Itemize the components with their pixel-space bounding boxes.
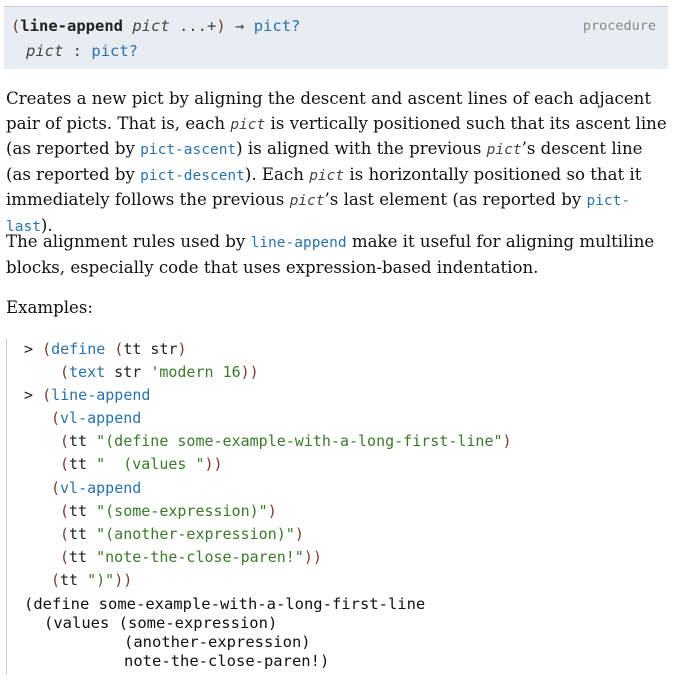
repl-prompt: > — [24, 386, 43, 404]
code-paren: ( — [42, 386, 52, 404]
pict-ref: pict — [486, 142, 522, 159]
code-line: (text str 'modern 16)) — [60, 362, 259, 382]
code-identifier: tt — [69, 548, 97, 566]
arrow: → — [235, 17, 245, 35]
code-line: (tt "(define some-example-with-a-long-fi… — [60, 431, 512, 451]
pict-ref: pict — [230, 116, 266, 133]
code-space — [214, 363, 223, 381]
pict-ref: pict — [289, 193, 325, 210]
code-string: "(some-expression)" — [96, 502, 268, 520]
signature-line: (line-append pict ...+) → pict? — [11, 17, 300, 35]
output-line: (define some-example-with-a-long-first-l… — [24, 595, 426, 613]
code-space — [105, 340, 114, 358]
example-block: > (define (tt str) (text str 'modern 16)… — [6, 339, 669, 675]
code-identifier: tt — [69, 525, 97, 543]
code-number: 16 — [222, 363, 241, 381]
output-line: note-the-close-paren!) — [124, 652, 330, 670]
code-paren: ( — [51, 479, 61, 497]
close-paren: ) — [216, 17, 226, 35]
code-paren: )) — [204, 455, 223, 473]
code-identifier: tt — [69, 432, 97, 450]
code-line: (tt "note-the-close-paren!")) — [60, 547, 322, 567]
param-sep: : — [72, 42, 83, 60]
pict-descent-link[interactable]: pict-descent — [140, 167, 245, 184]
code-line: (tt "(some-expression)") — [60, 501, 277, 521]
signature-box: (line-append pict ...+) → pict? pict : p… — [4, 6, 668, 69]
code-keyword[interactable]: vl-append — [60, 409, 142, 427]
param-contract-link[interactable]: pict? — [91, 42, 139, 60]
code-string: ")" — [87, 571, 115, 589]
procedure-label: procedure — [582, 18, 656, 34]
code-paren: ( — [60, 502, 70, 520]
code-identifier: tt str — [123, 340, 178, 358]
para-text: Creates a new pict by aligning the desce… — [6, 89, 652, 133]
para-text: ’s last element (as reported by — [324, 190, 587, 210]
code-string: "(another-expression)" — [96, 525, 295, 543]
function-name[interactable]: line-append — [20, 17, 123, 35]
code-keyword[interactable]: vl-append — [60, 479, 142, 497]
code-line: (tt ")")) — [51, 570, 132, 590]
code-paren: )) — [240, 363, 259, 381]
code-line: (tt "(another-expression)") — [60, 524, 304, 544]
code-string: "(define some-example-with-a-long-first-… — [96, 432, 503, 450]
para-text: ). Each — [244, 164, 310, 184]
para-text: is horizontally positioned so that it im… — [6, 164, 642, 210]
code-identifier: tt — [69, 455, 97, 473]
output-line: (values (some-expression) — [44, 614, 278, 632]
code-paren: ) — [502, 432, 512, 450]
code-string: " (values " — [96, 455, 205, 473]
pict-last-link[interactable]: pict-last — [6, 193, 631, 235]
code-keyword[interactable]: line-append — [51, 386, 151, 404]
code-line: (vl-append — [51, 478, 141, 498]
param-name: pict — [26, 42, 64, 60]
pict-ascent-link[interactable]: pict-ascent — [140, 142, 237, 159]
para-text: ). — [40, 215, 53, 235]
code-keyword[interactable]: define — [51, 340, 106, 358]
code-paren: ( — [51, 571, 61, 589]
code-string: "note-the-close-paren!" — [96, 548, 304, 566]
return-type-link[interactable]: pict? — [253, 17, 301, 35]
para-text: ’s descent line (as reported by — [6, 139, 643, 184]
code-paren: ( — [51, 409, 61, 427]
examples-label: Examples: — [6, 298, 93, 317]
code-paren: ( — [60, 363, 70, 381]
code-paren: )) — [114, 571, 133, 589]
code-keyword[interactable]: text — [69, 363, 106, 381]
para-text: The alignment rules used by — [6, 232, 251, 251]
pict-ref: pict — [309, 167, 345, 184]
code-paren: ( — [60, 432, 70, 450]
para-text: make it useful for aligning multiline bl… — [6, 232, 655, 277]
code-line: > (line-append — [24, 385, 150, 405]
code-paren: ( — [60, 525, 70, 543]
code-paren: ( — [42, 340, 52, 358]
code-paren: ( — [60, 455, 70, 473]
ellipsis: ...+ — [179, 17, 217, 35]
code-identifier: str — [105, 363, 151, 381]
code-paren: ( — [114, 340, 124, 358]
code-symbol: 'modern — [150, 363, 214, 381]
description-paragraph: Creates a new pict by aligning the desce… — [6, 87, 668, 240]
repl-prompt: > — [24, 340, 43, 358]
para-text: is vertically positioned such that its a… — [6, 113, 667, 159]
code-paren: ( — [60, 548, 70, 566]
code-paren: ) — [267, 502, 277, 520]
code-identifier: tt — [69, 502, 97, 520]
output-line: (another-expression) — [124, 633, 311, 651]
code-paren: ) — [294, 525, 304, 543]
code-identifier: tt — [60, 571, 88, 589]
code-paren: ) — [177, 340, 187, 358]
code-line: (tt " (values ")) — [60, 454, 223, 474]
line-append-link[interactable]: line-append — [250, 235, 347, 251]
argument-name: pict — [132, 17, 170, 35]
code-line: > (define (tt str) — [24, 339, 187, 359]
open-paren: ( — [11, 17, 21, 35]
code-paren: )) — [303, 548, 322, 566]
param-line: pict : pict? — [26, 42, 138, 60]
para-text: ) is aligned with the previous — [236, 139, 487, 159]
alignment-paragraph: The alignment rules used by line-append … — [6, 230, 668, 280]
code-line: (vl-append — [51, 408, 141, 428]
